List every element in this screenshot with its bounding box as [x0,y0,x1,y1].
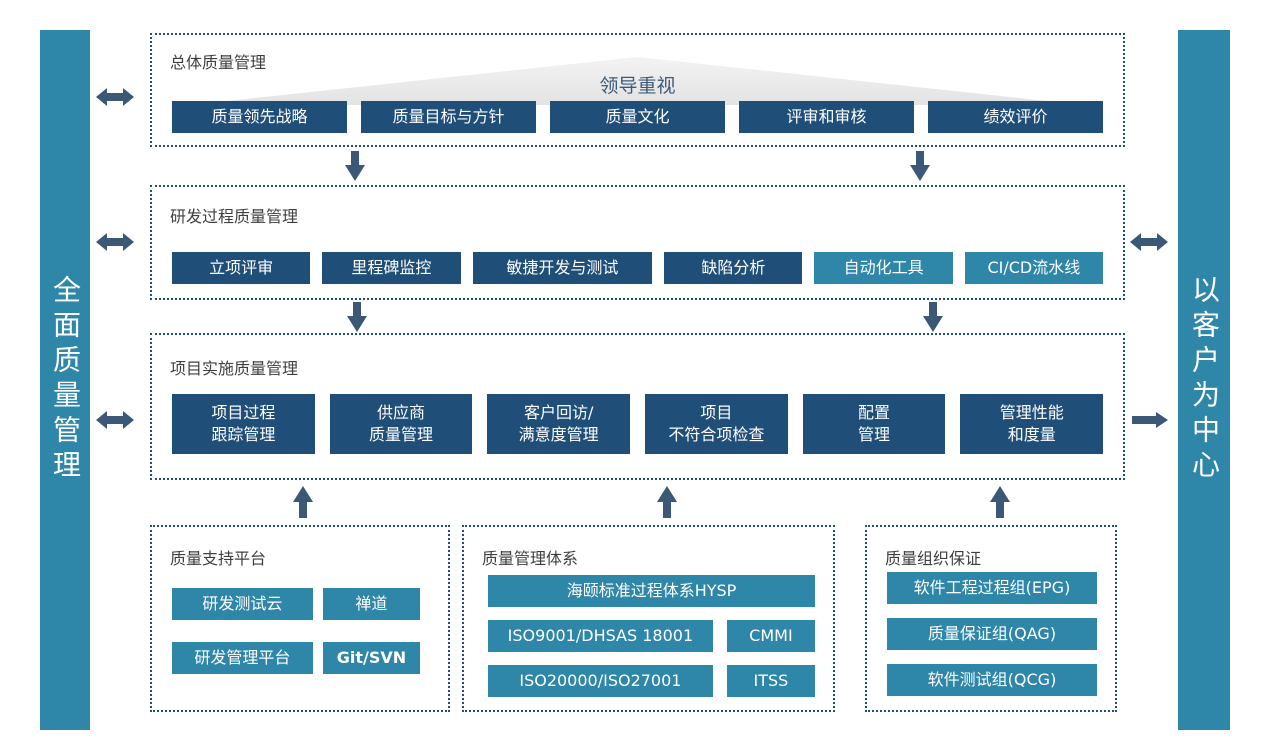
system-button-column: 海颐标准过程体系HYSP ISO9001/DHSAS 18001 CMMI IS… [488,575,815,697]
section1-button-row: 质量领先战略 质量目标与方针 质量文化 评审和审核 绩效评价 [172,101,1103,133]
system-row-1: ISO9001/DHSAS 18001 CMMI [488,620,815,652]
diagram-box-configuration-mgmt: 配置 管理 [802,394,946,454]
diagram-box-customer-satisfaction: 客户回访/ 满意度管理 [487,394,631,454]
section-overall-quality: 总体质量管理 领导重视 质量领先战略 质量目标与方针 质量文化 评审和审核 绩效… [150,33,1125,147]
right-bar-customer-centric: 以客户为中心 [1178,30,1230,730]
down-arrow-icon [345,151,365,181]
diagram-box-quality-culture: 质量文化 [550,101,725,133]
diagram-box-zentao: 禅道 [322,588,420,620]
diagram-box-supplier-quality: 供应商 质量管理 [329,394,473,454]
section-title: 研发过程质量管理 [170,207,299,226]
diagram-box-itss: ITSS [726,665,815,697]
diagram-box-cmmi: CMMI [726,620,815,652]
org-button-column: 软件工程过程组(EPG) 质量保证组(QAG) 软件测试组(QCG) [887,572,1097,696]
diagram-box-review-audit: 评审和审核 [739,101,914,133]
down-arrow-icon [923,302,943,332]
section2-button-row: 立项评审 里程碑监控 敏捷开发与测试 缺陷分析 自动化工具 CI/CD流水线 [172,252,1103,284]
diagram-box-nonconformance-check: 项目 不符合项检查 [645,394,788,454]
left-right-arrow-icon [96,88,134,106]
section-rd-process-quality: 研发过程质量管理 立项评审 里程碑监控 敏捷开发与测试 缺陷分析 自动化工具 C… [150,185,1125,300]
diagram-box-agile-dev-test: 敏捷开发与测试 [472,252,653,284]
box-quality-support-platform: 质量支持平台 研发测试云 禅道 研发管理平台 Git/SVN [150,525,450,712]
up-arrow-icon [990,486,1010,518]
diagram-box-cicd-pipeline: CI/CD流水线 [964,252,1103,284]
diagram-box-defect-analysis: 缺陷分析 [664,252,803,284]
right-arrow-icon [1132,412,1168,428]
box-title: 质量组织保证 [885,549,982,568]
diagram-box-qag: 质量保证组(QAG) [887,618,1097,650]
right-bar-label: 以客户为中心 [1188,275,1221,485]
platform-button-grid: 研发测试云 禅道 研发管理平台 Git/SVN [172,588,420,674]
left-right-arrow-icon [96,411,134,429]
section-title: 总体质量管理 [170,53,267,72]
diagram-box-iso20000: ISO20000/ISO27001 [488,665,713,697]
diagram-box-performance-measurement: 管理性能 和度量 [960,394,1104,454]
system-row-2: ISO20000/ISO27001 ITSS [488,665,815,697]
diagram-box-git-svn: Git/SVN [322,642,420,674]
diagram-box-iso9001: ISO9001/DHSAS 18001 [488,620,713,652]
diagram-box-hysp: 海颐标准过程体系HYSP [488,575,815,607]
section-project-impl-quality: 项目实施质量管理 项目过程 跟踪管理 供应商 质量管理 客户回访/ 满意度管理 … [150,333,1125,480]
diagram-box-quality-goals: 质量目标与方针 [361,101,536,133]
left-bar-total-quality: 全面质量管理 [40,30,90,730]
diagram-box-quality-strategy: 质量领先战略 [172,101,347,133]
left-right-arrow-icon [96,233,134,251]
box-quality-org-guarantee: 质量组织保证 软件工程过程组(EPG) 质量保证组(QAG) 软件测试组(QCG… [865,525,1117,712]
diagram-box-rd-test-cloud: 研发测试云 [172,588,313,620]
box-title: 质量管理体系 [482,549,579,568]
box-title: 质量支持平台 [170,549,267,568]
diagram-box-project-approval-review: 立项评审 [172,252,311,284]
diagram-box-project-tracking: 项目过程 跟踪管理 [172,394,315,454]
left-right-arrow-icon [1130,233,1168,251]
down-arrow-icon [910,151,930,181]
leadership-banner: 领导重视 [599,75,676,97]
diagram-box-rd-mgmt-platform: 研发管理平台 [172,642,313,674]
diagram-box-qcg: 软件测试组(QCG) [887,664,1097,696]
diagram-box-milestone-monitoring: 里程碑监控 [322,252,461,284]
section-title: 项目实施质量管理 [170,359,299,378]
section3-button-row: 项目过程 跟踪管理 供应商 质量管理 客户回访/ 满意度管理 项目 不符合项检查… [172,394,1104,454]
left-bar-label: 全面质量管理 [49,275,82,485]
box-quality-mgmt-system: 质量管理体系 海颐标准过程体系HYSP ISO9001/DHSAS 18001 … [462,525,835,712]
diagram-box-epg: 软件工程过程组(EPG) [887,572,1097,604]
up-arrow-icon [657,486,677,518]
up-arrow-icon [293,486,313,518]
down-arrow-icon [347,302,367,332]
diagram-box-automation-tools: 自动化工具 [814,252,953,284]
diagram-box-performance-eval: 绩效评价 [928,101,1103,133]
